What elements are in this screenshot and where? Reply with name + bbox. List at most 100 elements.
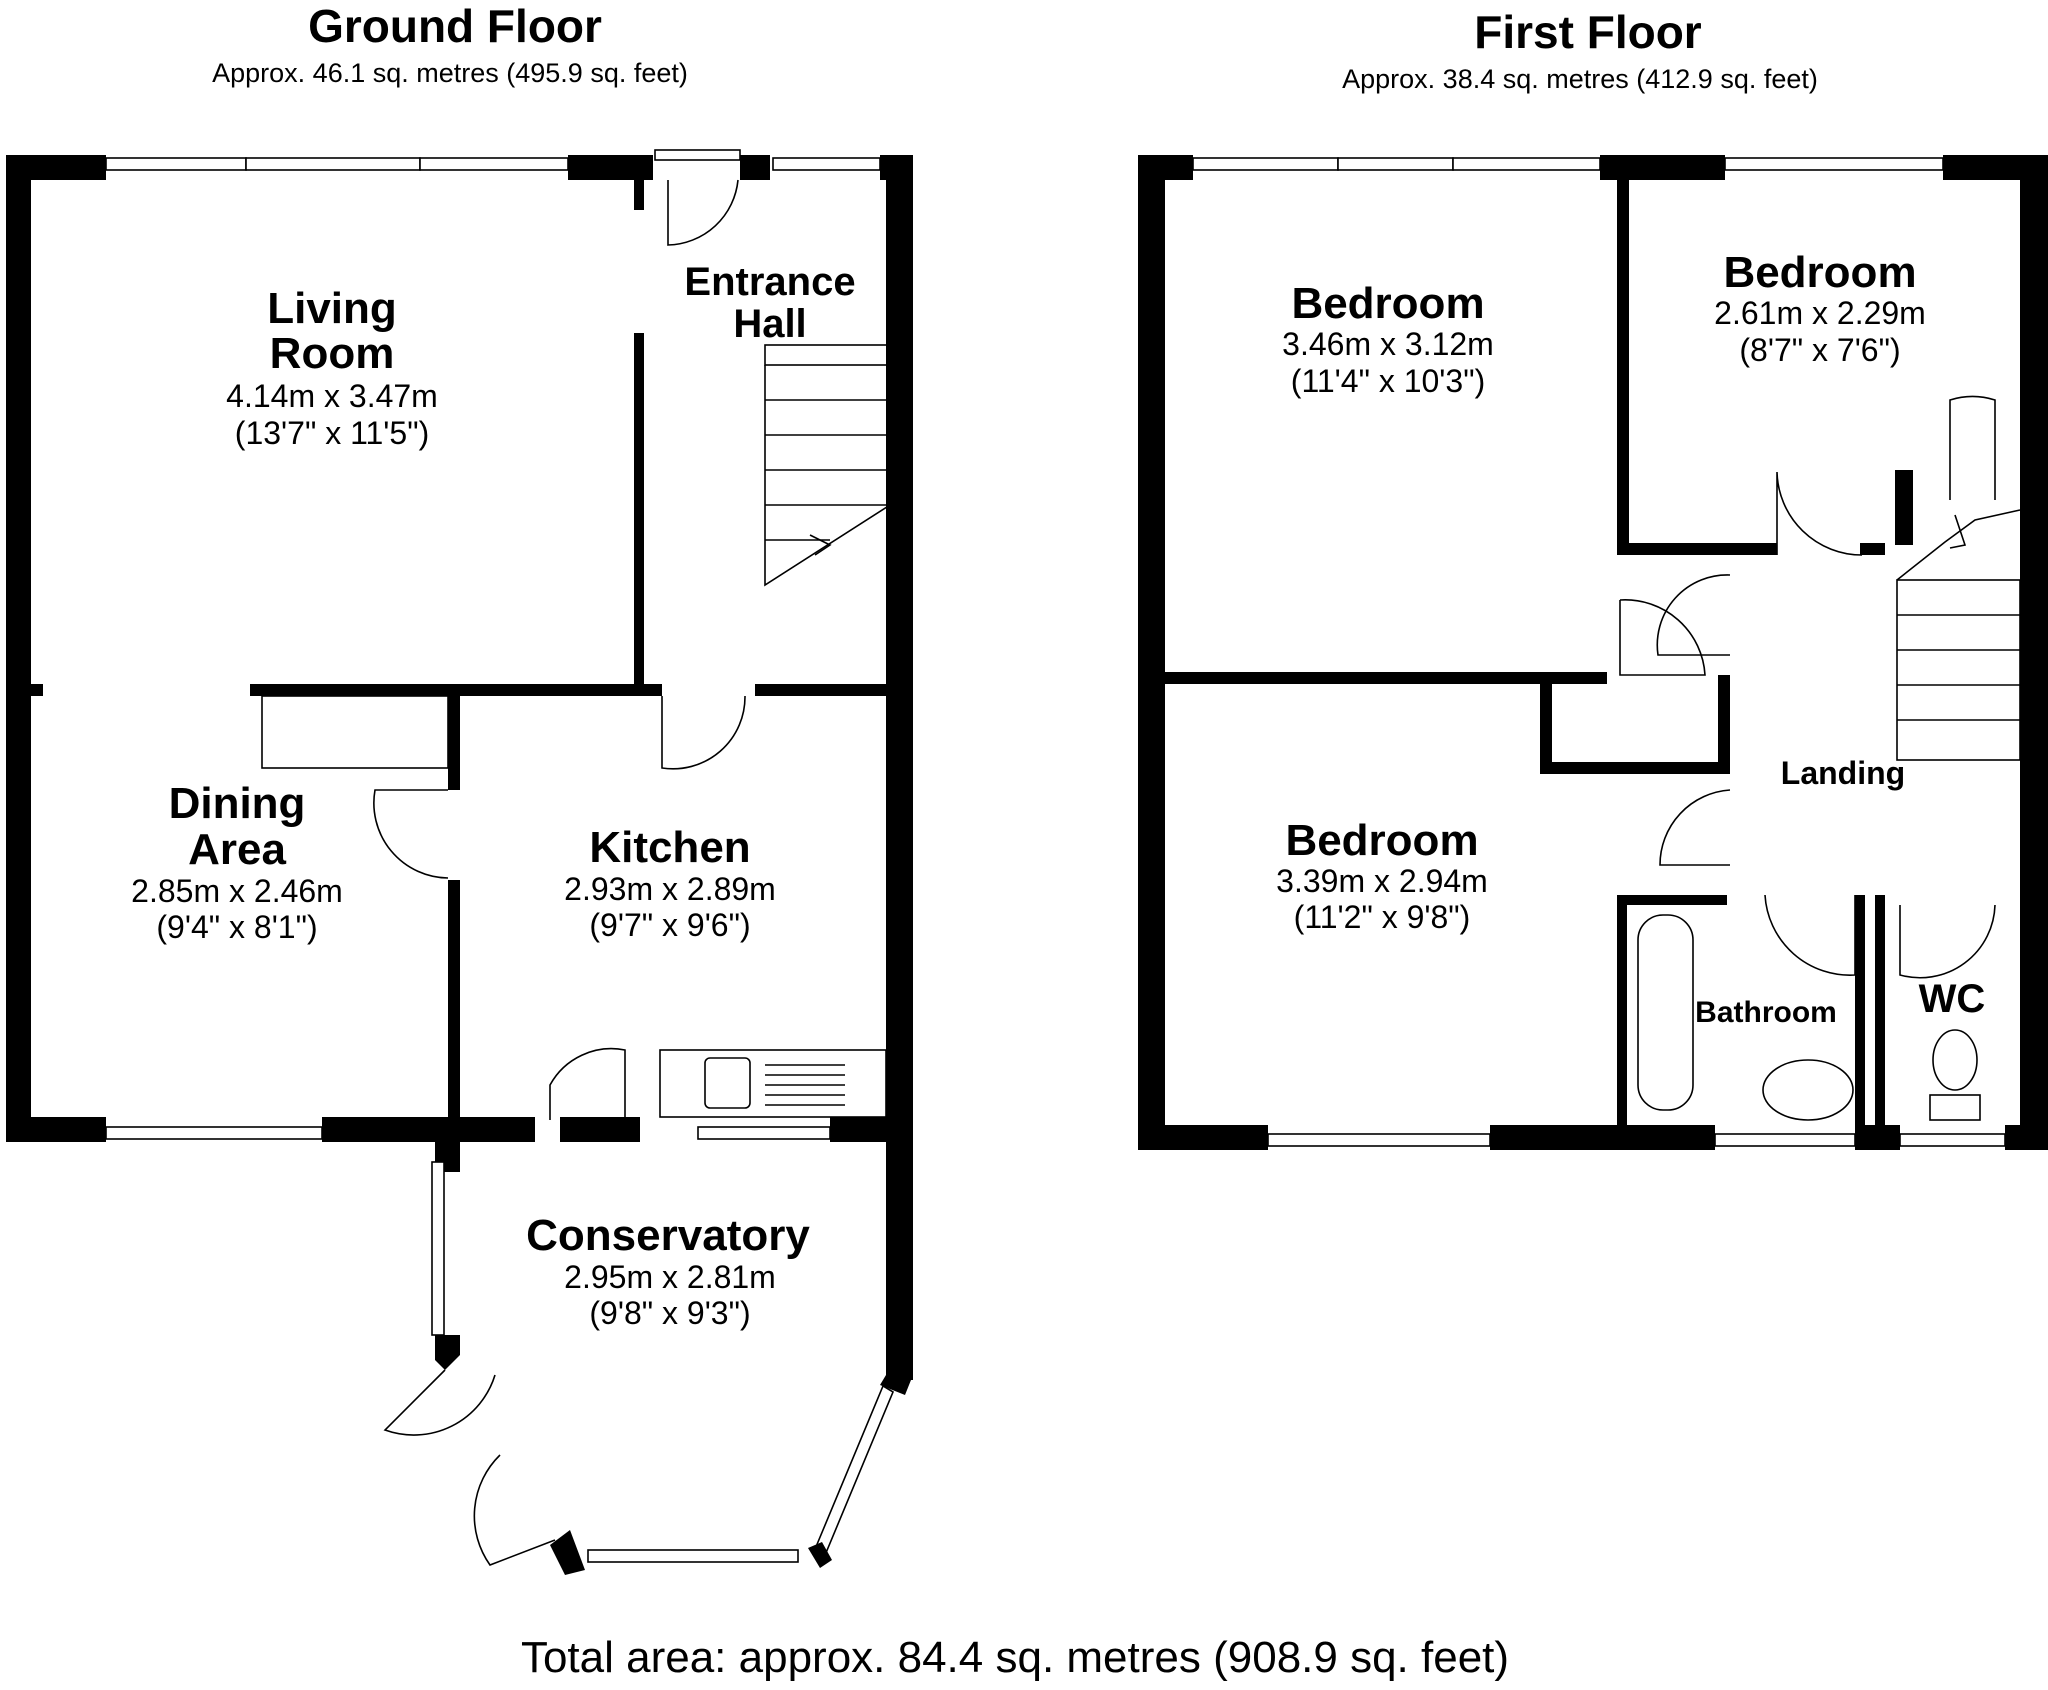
staircase	[764, 344, 896, 587]
entrance-hall-label-1: Entrance	[684, 260, 855, 304]
wall	[448, 690, 460, 790]
window	[811, 1384, 895, 1562]
sink-icon	[704, 1057, 751, 1109]
conservatory-label: Conservatory	[526, 1211, 810, 1260]
kitchen-imperial: (9'7" x 9'6")	[589, 907, 750, 943]
kitchen-metric: 2.93m x 2.89m	[564, 871, 776, 907]
wall	[886, 155, 913, 1380]
wc-label: WC	[1919, 977, 1986, 1021]
dining-area-imperial: (9'4" x 8'1")	[156, 909, 317, 945]
door	[1949, 395, 1996, 500]
wall	[1617, 180, 1629, 555]
first-floor-area: Approx. 38.4 sq. metres (412.9 sq. feet)	[1342, 64, 1818, 94]
wall	[31, 684, 43, 696]
bedroom-2-label: Bedroom	[1723, 248, 1916, 297]
living-room-label-1: Living	[267, 284, 397, 333]
wall	[1540, 762, 1730, 774]
total-area: Total area: approx. 84.4 sq. metres (908…	[521, 1633, 1509, 1682]
living-room-label-2: Room	[270, 329, 395, 378]
living-room-imperial: (13'7" x 11'5")	[235, 415, 429, 451]
toilet-cistern	[1929, 1094, 1981, 1121]
wall	[830, 1117, 910, 1142]
bedroom-2-metric: 2.61m x 2.29m	[1714, 295, 1926, 331]
wall	[1540, 684, 1552, 774]
conservatory-metric: 2.95m x 2.81m	[564, 1259, 776, 1295]
wall	[634, 333, 644, 688]
wall	[560, 1117, 640, 1142]
wall	[1895, 470, 1913, 545]
wall	[435, 1335, 460, 1370]
wall	[808, 1542, 832, 1568]
wall	[1718, 675, 1730, 765]
wall	[755, 684, 890, 696]
wall	[634, 180, 644, 210]
wall	[1138, 155, 1165, 1150]
wall	[6, 1117, 106, 1142]
wall	[550, 1530, 585, 1575]
wall	[1617, 543, 1777, 555]
wall	[6, 155, 31, 1123]
wall	[1617, 895, 1727, 905]
entrance-hall-label-2: Hall	[733, 302, 806, 346]
bedroom-3-metric: 3.39m x 2.94m	[1276, 863, 1488, 899]
door	[1619, 599, 1706, 676]
door	[1764, 894, 1856, 976]
door	[1776, 471, 1863, 556]
staircase	[1896, 509, 2021, 761]
window	[1192, 157, 2006, 1147]
wall	[2005, 1125, 2048, 1150]
window	[105, 157, 881, 1563]
wall	[1617, 895, 1627, 1130]
bedroom-3-label: Bedroom	[1285, 816, 1478, 865]
bedroom-1-metric: 3.46m x 3.12m	[1282, 326, 1494, 362]
wall	[1165, 672, 1607, 684]
drainer	[765, 1064, 845, 1106]
bath-icon	[1637, 914, 1694, 1111]
wall	[1490, 1125, 1715, 1150]
living-room-metric: 4.14m x 3.47m	[226, 378, 438, 414]
door	[373, 789, 449, 879]
french-door	[383, 1369, 496, 1436]
dining-area-label-1: Dining	[169, 779, 306, 828]
worktop	[659, 1049, 887, 1118]
wall	[880, 1375, 913, 1395]
bathroom-label: Bathroom	[1695, 996, 1837, 1029]
wall	[1138, 1125, 1268, 1150]
wall	[740, 155, 770, 180]
door	[1656, 574, 1731, 656]
bedroom-1-label: Bedroom	[1291, 279, 1484, 328]
wall	[2020, 155, 2048, 1150]
french-door	[473, 1454, 556, 1566]
ground-floor-area: Approx. 46.1 sq. metres (495.9 sq. feet)	[212, 58, 688, 88]
wall	[1860, 543, 1885, 555]
door	[549, 1047, 626, 1120]
dining-area-label-2: Area	[188, 825, 286, 874]
conservatory-imperial: (9'8" x 9'3")	[589, 1295, 750, 1331]
wall	[1875, 895, 1885, 1130]
wall	[1600, 155, 1725, 180]
door	[1659, 789, 1731, 866]
ground-floor-title: Ground Floor	[308, 0, 602, 52]
front-door	[667, 179, 739, 246]
kitchen-label: Kitchen	[589, 823, 750, 872]
wall	[448, 880, 460, 1125]
wall	[322, 1117, 535, 1142]
door	[1899, 904, 1996, 979]
door	[661, 695, 746, 770]
first-floor-title: First Floor	[1474, 6, 1702, 58]
wall	[1138, 155, 1193, 180]
bedroom-2-imperial: (8'7" x 7'6")	[1739, 332, 1900, 368]
basin-icon	[1762, 1059, 1854, 1121]
wall	[568, 155, 653, 180]
wall	[6, 155, 106, 180]
toilet-icon	[1932, 1029, 1978, 1091]
dining-area-metric: 2.85m x 2.46m	[131, 873, 343, 909]
door-frame	[654, 149, 741, 161]
wall	[1855, 895, 1865, 1130]
first-floor-plan	[1138, 155, 2048, 1150]
bedroom-3-imperial: (11'2" x 9'8")	[1294, 899, 1471, 935]
landing-label: Landing	[1781, 755, 1905, 791]
storage-unit	[261, 695, 449, 769]
ground-floor-plan	[6, 149, 913, 1575]
